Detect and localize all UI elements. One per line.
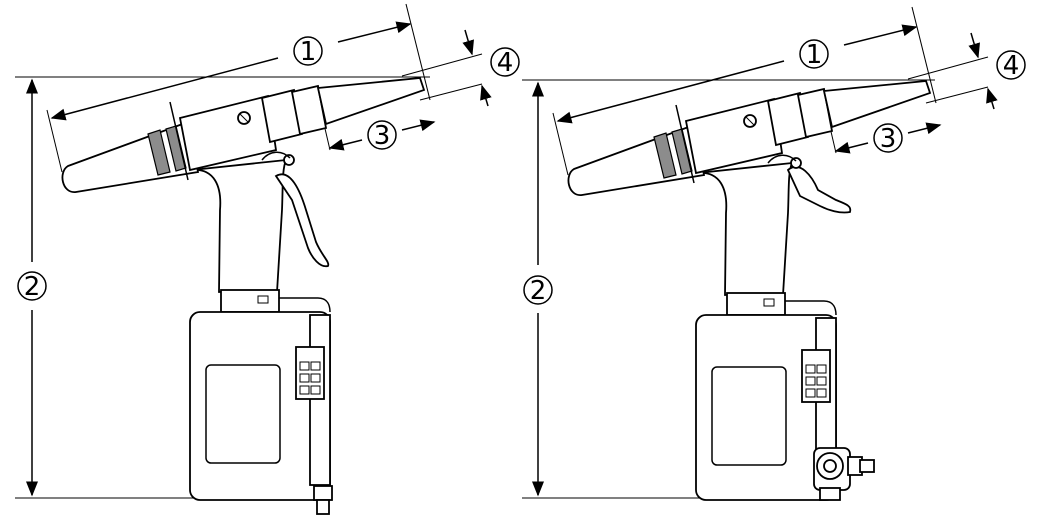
bottom-air-fitting-tip bbox=[316, 499, 330, 515]
dim-3-arrow-left bbox=[328, 138, 363, 151]
main-body bbox=[684, 97, 784, 175]
grip-handle bbox=[697, 161, 794, 296]
valve-block bbox=[801, 349, 831, 403]
callout-4: 4 bbox=[490, 47, 520, 78]
dim-1-arrow-right bbox=[337, 21, 412, 43]
svg-text:2: 2 bbox=[530, 276, 547, 306]
right-view: 2 1 4 3 bbox=[522, 6, 1026, 501]
air-line-bracket bbox=[785, 300, 837, 316]
valve-block bbox=[295, 346, 325, 400]
head-nut-2 bbox=[796, 87, 834, 139]
dim-3-arrow-right bbox=[401, 119, 436, 132]
callout-3: 3 bbox=[367, 120, 397, 151]
dim-4-extension-top bbox=[401, 53, 483, 77]
dim-4-arrow-top bbox=[462, 29, 474, 56]
callout-4: 4 bbox=[996, 50, 1026, 81]
dim-4-arrow-bottom bbox=[480, 84, 492, 107]
reservoir-housing bbox=[189, 311, 331, 501]
callout-1: 1 bbox=[799, 39, 829, 70]
collar-flange bbox=[675, 104, 695, 184]
dim-4-extension-bottom bbox=[925, 86, 989, 104]
main-body bbox=[178, 94, 278, 172]
sight-window bbox=[711, 366, 787, 466]
rear-tube bbox=[567, 123, 706, 196]
left-view: 2 1 4 3 bbox=[15, 3, 520, 515]
rivet-tool-right bbox=[567, 80, 932, 501]
callout-3: 3 bbox=[873, 123, 903, 154]
trigger-guard bbox=[767, 154, 797, 164]
grip-handle bbox=[191, 158, 288, 293]
sight-window bbox=[205, 364, 281, 464]
svg-text:4: 4 bbox=[497, 48, 514, 78]
dim-1-extension-rear bbox=[552, 112, 569, 176]
nosepiece bbox=[316, 77, 426, 126]
head-nut-2 bbox=[290, 84, 328, 136]
nosepiece bbox=[822, 80, 932, 129]
dim-3-arrow-left bbox=[834, 141, 869, 154]
bottom-plug bbox=[819, 487, 841, 501]
trigger-lever bbox=[274, 173, 330, 268]
dim-1-extension-front bbox=[405, 3, 431, 101]
collar-flange bbox=[169, 101, 189, 181]
dim-1-arrow-left bbox=[50, 57, 279, 121]
dim-1-extension-rear bbox=[46, 109, 63, 173]
air-inlet-tip bbox=[859, 459, 875, 473]
rear-collar-ring bbox=[147, 129, 171, 176]
dim-4-arrow-bottom bbox=[986, 87, 998, 110]
svg-text:1: 1 bbox=[300, 37, 317, 67]
handle-base-collar bbox=[220, 289, 280, 313]
dim-1-extension-front bbox=[911, 6, 937, 104]
trigger-pivot bbox=[790, 157, 802, 169]
trigger-pivot bbox=[283, 154, 295, 166]
svg-text:4: 4 bbox=[1003, 51, 1020, 81]
dim-4-extension-top bbox=[907, 56, 989, 80]
dim-3-arrow-right bbox=[907, 122, 942, 135]
rear-tube bbox=[61, 120, 200, 193]
trigger-lever bbox=[786, 166, 852, 214]
air-line-bracket bbox=[279, 297, 331, 313]
rivet-tool-left bbox=[61, 77, 426, 515]
svg-text:3: 3 bbox=[374, 121, 391, 151]
dim-4-extension-bottom bbox=[419, 83, 483, 101]
dim-1-arrow-left bbox=[556, 60, 785, 124]
dim-4-arrow-top bbox=[968, 32, 980, 59]
trigger-guard bbox=[261, 151, 291, 161]
bottom-air-fitting bbox=[313, 485, 333, 501]
svg-text:2: 2 bbox=[24, 272, 41, 302]
handle-base-collar bbox=[726, 292, 786, 316]
svg-text:3: 3 bbox=[880, 124, 897, 154]
svg-text:1: 1 bbox=[806, 40, 823, 70]
rear-collar-ring bbox=[653, 132, 677, 179]
dim-1-arrow-right bbox=[843, 24, 918, 46]
callout-2: 2 bbox=[17, 271, 47, 302]
side-rail bbox=[309, 314, 331, 486]
callout-1: 1 bbox=[293, 36, 323, 67]
callout-2: 2 bbox=[523, 275, 553, 306]
